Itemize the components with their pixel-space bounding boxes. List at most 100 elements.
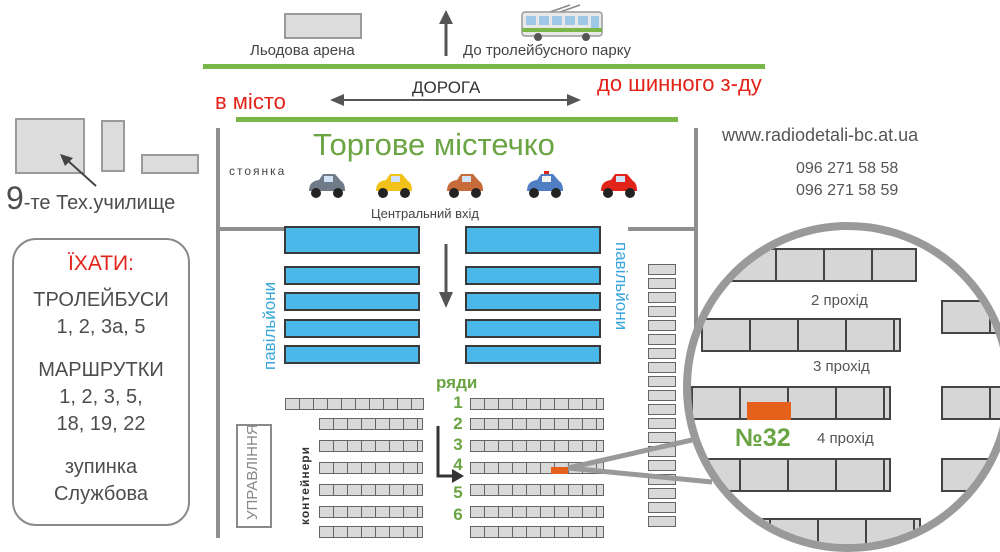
pavilions-left-group <box>284 226 424 368</box>
inner-wall-left <box>220 227 308 231</box>
zoom-stall-row-side-2 <box>941 386 1000 420</box>
pavilion <box>465 319 601 338</box>
school-building-small <box>141 154 199 174</box>
car-icon-police <box>527 171 563 198</box>
market-wall-right <box>694 128 698 428</box>
zoom-stall-row-c <box>691 386 891 420</box>
pass-2-label: 2 прохід <box>811 292 868 309</box>
row-number-3: 3 <box>453 435 463 454</box>
car-icon-gray <box>309 174 345 198</box>
row-number-1: 1 <box>453 393 463 412</box>
pass-3-label: 3 прохід <box>813 358 870 375</box>
containers-label: контейнери <box>298 446 312 525</box>
minibus-routes-2: 18, 19, 22 <box>56 413 146 435</box>
stall <box>648 488 676 499</box>
road-double-arrow-icon <box>330 94 581 106</box>
row-number-5: 5 <box>453 483 463 502</box>
zoom-stall-row-b <box>701 318 901 352</box>
to-city-label: в місто <box>215 89 286 114</box>
zoom-connector-lines <box>567 437 713 485</box>
stall-32-highlight <box>551 467 568 474</box>
pavilion <box>284 292 420 311</box>
entrance-arrow-down-icon <box>439 244 453 308</box>
stall <box>648 292 676 303</box>
admin-building <box>236 424 272 528</box>
phone-2: 096 271 58 59 <box>796 182 899 199</box>
school-number: 9 <box>6 180 24 216</box>
pavilion <box>465 226 601 254</box>
pavilion <box>284 266 420 285</box>
pass-4-label: 4 прохід <box>817 430 874 447</box>
parking-label: стоянка <box>229 164 287 178</box>
stall <box>648 432 676 443</box>
pavilions-right-label: павільйони <box>612 242 631 331</box>
trolleybus-routes: 1, 2, 3а, 5 <box>56 316 146 338</box>
stall <box>648 278 676 289</box>
stall <box>648 460 676 471</box>
road-bottom-line <box>236 117 678 122</box>
pavilions-right-group <box>465 226 605 368</box>
stall-row-3-left <box>319 440 423 452</box>
pavilion <box>465 292 601 311</box>
stall <box>648 320 676 331</box>
stall <box>648 390 676 401</box>
row-number-4: 4 <box>453 455 463 474</box>
stop-label: зупинка <box>64 456 138 478</box>
stall <box>648 348 676 359</box>
stall-row-2-right <box>470 418 604 430</box>
school-building-annex <box>101 120 125 172</box>
school-name: -те Тех.училище <box>23 192 176 214</box>
zoom-stall-row-d <box>691 458 891 492</box>
zoom-circle: 2 прохід 3 прохід 4 прохід №32 <box>683 222 1000 552</box>
rows-label: ряди <box>436 373 478 392</box>
stall-row-7-right <box>470 526 604 538</box>
directions-title: ЇХАТИ: <box>68 252 134 275</box>
north-arrow-icon <box>439 10 453 56</box>
stall <box>648 306 676 317</box>
pavilions-left-label: павільйони <box>260 281 279 370</box>
car-icon-red <box>601 174 637 198</box>
stall <box>648 502 676 513</box>
inner-wall-right <box>628 227 694 231</box>
stall <box>648 418 676 429</box>
stall-column-right: (function(){ var s = document.currentScr… <box>648 264 676 534</box>
stall-row-5-left <box>319 484 423 496</box>
market-title: Торгове містечко <box>313 127 555 162</box>
stall <box>648 264 676 275</box>
ice-arena-label: Льодова арена <box>250 42 355 59</box>
school-pointer-arrow-icon <box>60 154 97 187</box>
stall-row-1-left <box>285 398 424 410</box>
trolleybus-icon <box>521 4 603 41</box>
school-label: 9-те Тех.училище <box>6 180 175 217</box>
stall <box>648 516 676 527</box>
website-link[interactable]: www.radiodetali-bc.at.ua <box>722 125 919 145</box>
road-name: ДОРОГА <box>412 78 481 97</box>
to-tire-plant-label: до шинного з-ду <box>597 71 762 96</box>
zoom-stall-row-a <box>727 248 917 282</box>
pavilion <box>284 345 420 364</box>
phone-1: 096 271 58 58 <box>796 160 899 177</box>
zoom-stall-row-e <box>721 518 921 544</box>
main-entrance-label: Центральний вхід <box>371 206 479 221</box>
stall-row-2-left <box>319 418 423 430</box>
market-wall-left <box>216 128 220 538</box>
stall-row-6-left <box>319 506 423 518</box>
stall-row-1-right <box>470 398 604 410</box>
minibus-routes-1: 1, 2, 3, 5, <box>59 386 143 408</box>
pavilion <box>465 266 601 285</box>
stall <box>648 404 676 415</box>
stall-row-5-right <box>470 484 604 496</box>
stall-row-4-left <box>319 462 423 474</box>
trolley-park-label: До тролейбусного парку <box>463 42 631 59</box>
trolleybus-label: ТРОЛЕЙБУСИ <box>33 289 169 311</box>
stall-row-7-left <box>319 526 423 538</box>
pavilion <box>284 226 420 254</box>
stall-row-3-right <box>470 440 604 452</box>
row-number-6: 6 <box>453 505 463 524</box>
pavilion <box>465 345 601 364</box>
route-arrow-icon <box>436 426 464 483</box>
zoom-stall-row-side-1 <box>941 300 1000 334</box>
minibus-label: МАРШРУТКИ <box>38 359 164 381</box>
directions-box: ЇХАТИ: ТРОЛЕЙБУСИ 1, 2, 3а, 5 МАРШРУТКИ … <box>12 238 190 526</box>
stall <box>648 362 676 373</box>
